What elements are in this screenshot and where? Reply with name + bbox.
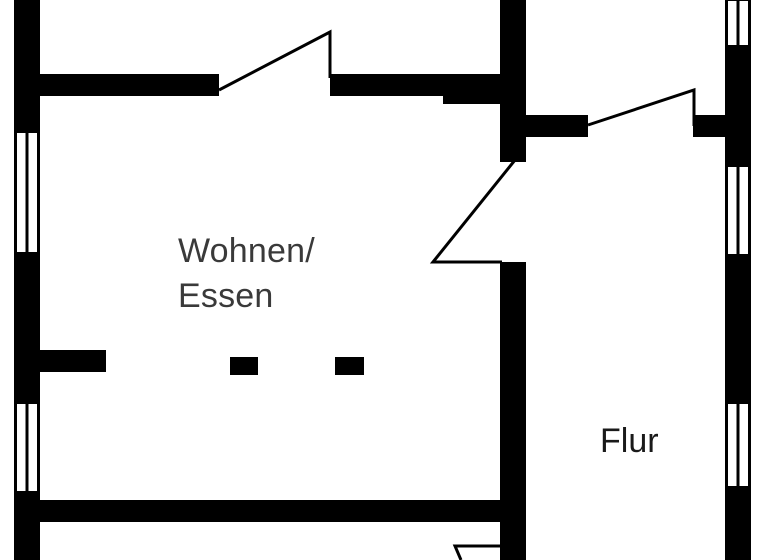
pillar-right bbox=[335, 357, 364, 375]
room-label-flur: Flur bbox=[600, 422, 659, 460]
pillar-left bbox=[230, 357, 258, 375]
right-exterior-wall-mid bbox=[725, 255, 751, 403]
upper-partition-spur bbox=[443, 74, 526, 104]
windows-group bbox=[14, 0, 751, 492]
window-right-upper bbox=[725, 0, 751, 46]
walls-group bbox=[14, 0, 751, 560]
doors-group bbox=[218, 29, 696, 560]
room-label-wohnen-essen-line1: Wohnen/ bbox=[178, 232, 315, 270]
window-left-upper-mullion bbox=[25, 133, 29, 252]
mid-wall-right-of-partition bbox=[526, 115, 588, 137]
window-right-middle-mullion bbox=[736, 167, 740, 254]
window-right-lower-mullion bbox=[736, 404, 740, 486]
partition-stub-down bbox=[500, 104, 526, 162]
door-upper-right bbox=[587, 87, 696, 127]
living-bottom-wall bbox=[33, 500, 511, 522]
room-label-wohnen-essen-line2: Essen bbox=[178, 277, 274, 315]
window-right-lower bbox=[725, 403, 751, 487]
center-bottom-stub bbox=[500, 495, 526, 560]
right-exterior-wall-bottom bbox=[725, 487, 751, 560]
door-living-to-flur bbox=[429, 159, 517, 264]
left-exterior-wall-top bbox=[14, 0, 40, 132]
door-top-wall bbox=[218, 29, 332, 92]
window-left-upper bbox=[14, 132, 40, 253]
window-right-upper-mullion bbox=[736, 1, 740, 45]
door-bottom bbox=[452, 544, 501, 560]
living-right-wall bbox=[500, 262, 526, 502]
left-spur-upper bbox=[33, 350, 106, 372]
window-right-middle bbox=[725, 166, 751, 255]
top-wall-left-segment bbox=[33, 74, 219, 96]
pillars-group bbox=[230, 357, 364, 375]
mid-wall-far-right bbox=[693, 115, 725, 137]
window-left-lower bbox=[14, 403, 40, 492]
top-wall-right-segment bbox=[330, 74, 465, 96]
window-left-lower-mullion bbox=[25, 404, 29, 491]
left-exterior-wall-middle bbox=[14, 253, 40, 403]
right-exterior-wall-top bbox=[725, 46, 751, 166]
